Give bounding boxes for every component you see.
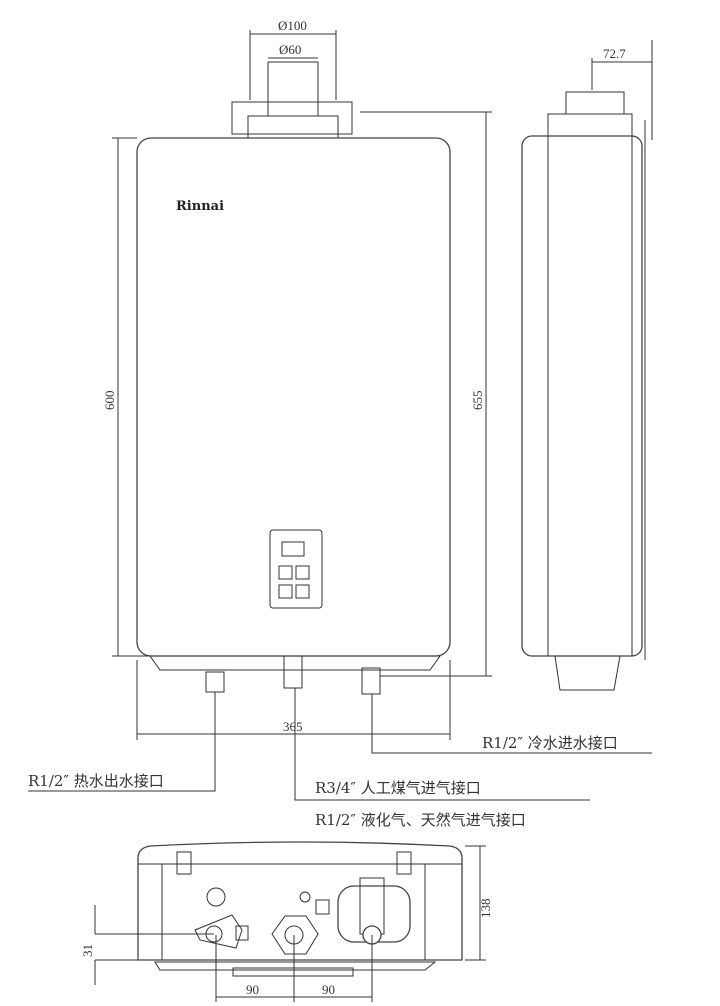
label-town-gas-inlet: R3/4″ 人工煤气进气接口 (315, 779, 481, 797)
dim-spacing-right: 90 (322, 982, 335, 997)
dim-total-height: 655 (470, 391, 485, 411)
dim-pipe-offset: 31 (80, 944, 95, 957)
bottom-view (94, 841, 486, 1002)
label-hot-water-outlet: R1/2″ 热水出水接口 (28, 772, 164, 790)
dim-side-offset: 72.7 (603, 46, 626, 61)
side-view (521, 40, 653, 691)
label-lpg-ng-inlet: R1/2″ 液化气、天然气进气接口 (315, 811, 526, 829)
brand-logo: Rinnai (176, 199, 224, 214)
dim-flue-outer: Ø100 (278, 18, 307, 33)
dim-width: 365 (283, 719, 303, 734)
dim-bottom-depth: 138 (478, 899, 493, 919)
dim-body-height: 600 (102, 391, 117, 411)
label-cold-water-inlet: R1/2″ 冷水进水接口 (482, 734, 618, 752)
control-buttons (278, 565, 310, 599)
front-view (28, 30, 652, 801)
dim-spacing-left: 90 (246, 982, 259, 997)
dim-flue-inner: Ø60 (279, 42, 301, 57)
